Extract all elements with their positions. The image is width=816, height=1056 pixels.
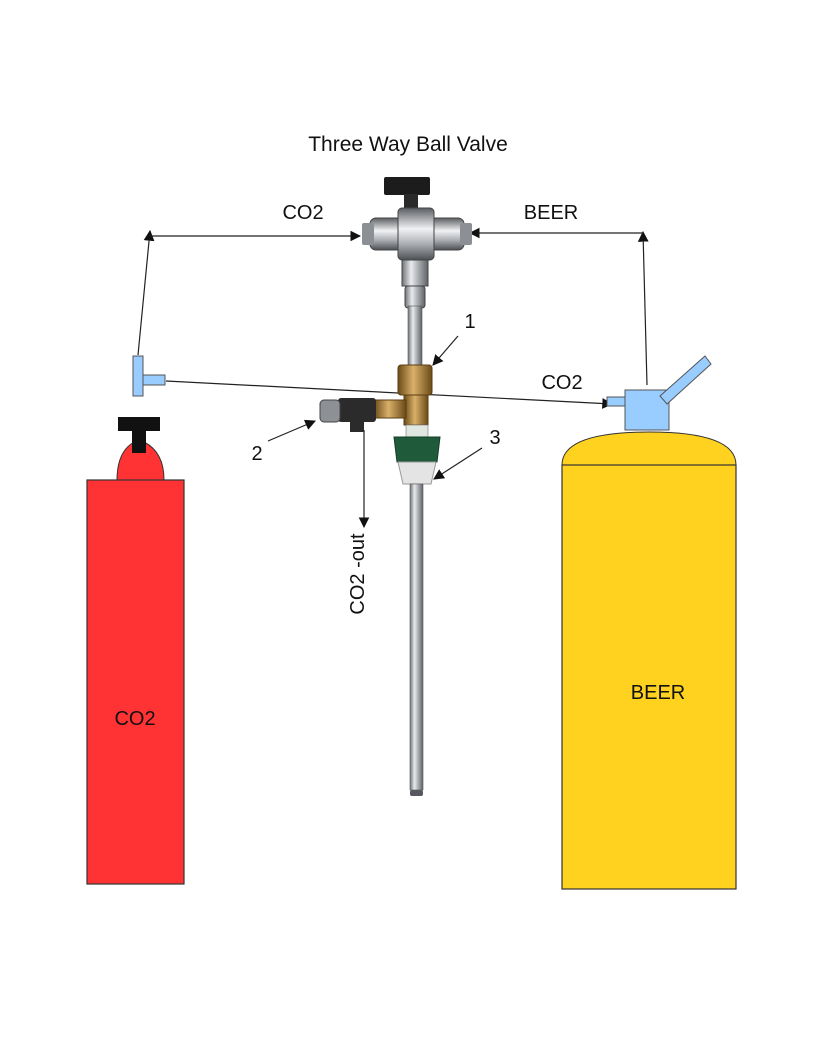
three-way-valve-assembly <box>319 177 472 796</box>
callout-1: 1 <box>464 311 475 333</box>
beer-riser-arrow <box>637 230 649 386</box>
tee-vertical <box>132 355 144 397</box>
dip-tube <box>409 483 424 791</box>
co2-line-label: CO2 <box>282 202 323 224</box>
valve-handle <box>384 177 430 195</box>
tee-branch <box>142 374 166 386</box>
valve-center-block <box>397 207 435 261</box>
pointer-2-arrow <box>267 419 316 442</box>
beer-keg-body <box>561 464 737 890</box>
brass-side-arm <box>373 399 407 419</box>
valve-right-port <box>460 223 472 245</box>
callout-3: 3 <box>489 427 500 449</box>
diagram-title: Three Way Ball Valve <box>308 133 508 156</box>
co2-cylinder: CO2 <box>86 417 185 885</box>
co2-riser-arrow <box>137 229 155 356</box>
co2-cylinder-label: CO2 <box>114 708 155 730</box>
beer-keg-label: BEER <box>631 682 685 704</box>
valve-left-port <box>362 223 374 245</box>
co2-valve-cap <box>118 417 160 431</box>
brass-compression-fitting <box>397 364 433 396</box>
gas-lines <box>137 227 649 529</box>
valve-lower-nut <box>401 259 429 287</box>
pointer-3-arrow <box>433 447 483 480</box>
relief-valve-knob <box>319 399 341 423</box>
relief-valve-outlet <box>350 420 364 432</box>
co2-to-keg-arrow <box>165 380 614 409</box>
beer-line-label: BEER <box>524 202 578 224</box>
beer-keg-dome <box>561 431 737 466</box>
keg-coupler-handle <box>659 355 712 405</box>
co2-out-label: CO2 -out <box>347 533 369 615</box>
relief-valve-body <box>338 398 376 422</box>
brass-tee-body <box>403 394 429 426</box>
dip-tube-end <box>410 790 423 796</box>
co2-tee-fitting <box>132 355 166 397</box>
callout-2: 2 <box>251 443 262 465</box>
co2-valve-stem <box>132 431 146 453</box>
green-bung <box>393 436 441 463</box>
pointer-1-arrow <box>432 335 459 366</box>
upper-tube <box>407 305 423 369</box>
valve-bottom-fitting <box>404 285 426 309</box>
co2-cylinder-body <box>86 479 185 885</box>
stopper-collar <box>405 424 429 438</box>
white-bung <box>397 461 437 485</box>
beer-keg: BEER <box>561 355 737 890</box>
co2-keg-inlet-label: CO2 <box>541 372 582 394</box>
keg-gas-inlet <box>606 396 626 407</box>
valve-handle-stem <box>404 194 418 210</box>
